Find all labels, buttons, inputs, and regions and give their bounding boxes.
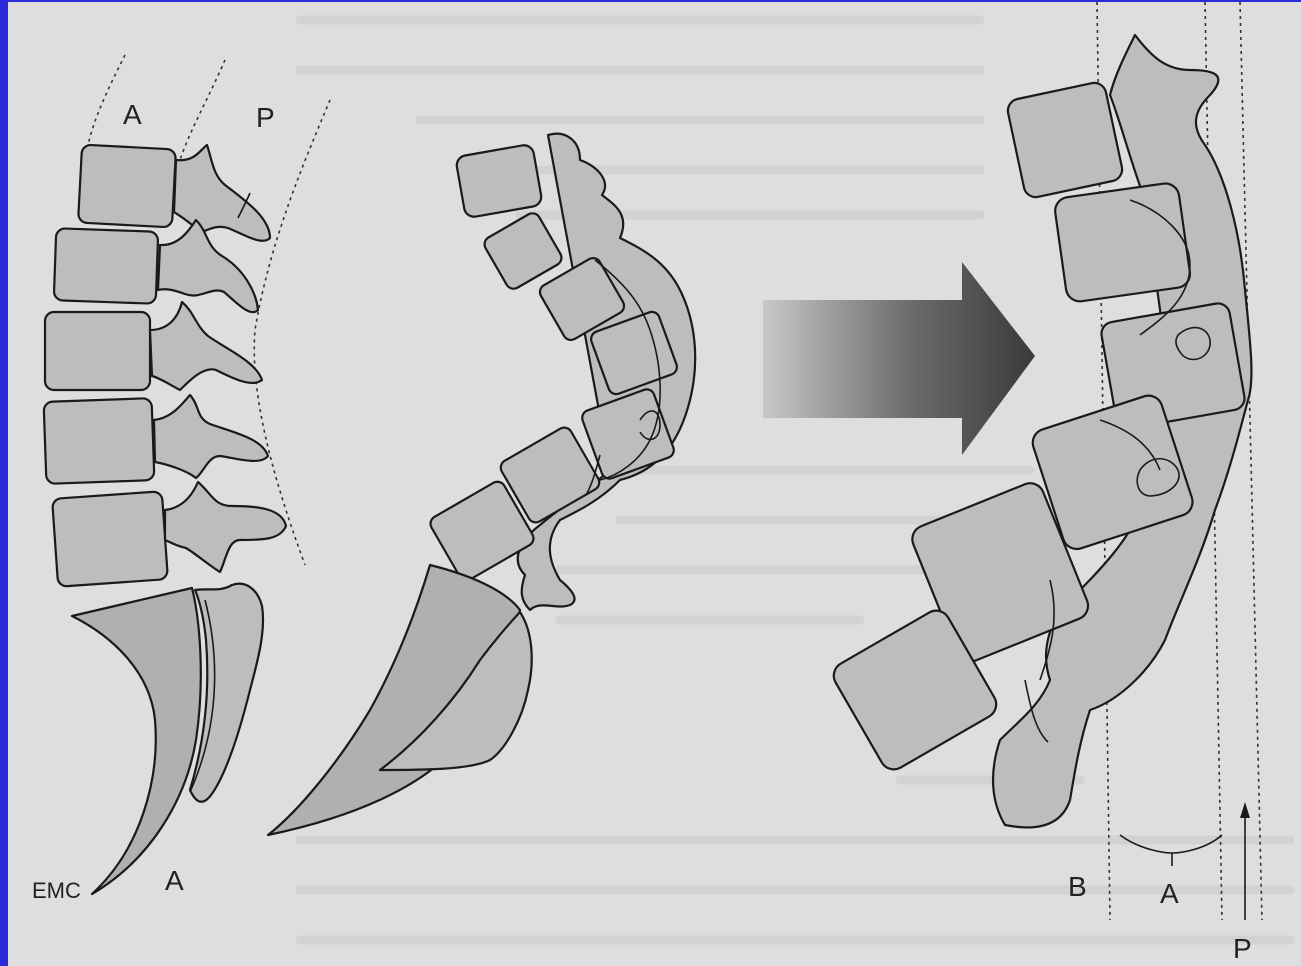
posterior-element-l5 — [165, 482, 286, 572]
artist-signature: EMC — [32, 878, 81, 903]
posterior-element-l4 — [154, 395, 268, 478]
vertebral-body-l4 — [44, 398, 155, 484]
spine-diagram: A P A EMC B A P — [8, 2, 1301, 966]
figure-frame: A P A EMC B A P — [8, 2, 1301, 966]
magnified-body-2 — [1053, 182, 1191, 303]
magnified-spine — [829, 2, 1262, 920]
deformed-body-1 — [455, 144, 543, 219]
vertebral-body-l2 — [54, 228, 158, 304]
label-right-b: B — [1068, 871, 1087, 902]
transition-arrow — [763, 262, 1035, 455]
label-right-p: P — [1233, 933, 1252, 964]
normal-spine — [44, 55, 330, 894]
magnified-body-1 — [1006, 81, 1125, 200]
label-left-posterior: P — [256, 102, 275, 133]
label-right-a: A — [1160, 878, 1179, 909]
deformed-spine — [268, 134, 695, 835]
label-left-bottom: A — [165, 865, 184, 896]
sacrum-anterior — [72, 588, 201, 894]
vertebral-body-l1 — [78, 145, 176, 228]
vertebral-body-l5 — [52, 491, 168, 586]
label-left-anterior: A — [123, 99, 142, 130]
posterior-element-l1 — [174, 145, 270, 241]
posterior-element-l3 — [150, 302, 262, 390]
vertebral-body-l3 — [45, 312, 150, 390]
